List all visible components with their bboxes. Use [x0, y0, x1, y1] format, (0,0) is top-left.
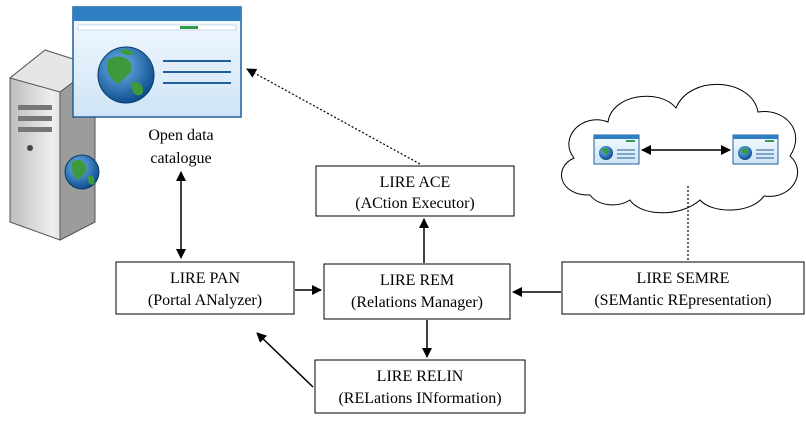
ace-to-portal-dotted-arrow	[246, 68, 421, 165]
module-pan-desc: (Portal ANalyzer)	[148, 292, 262, 309]
module-semre-desc: (SEMantic REpresentation)	[594, 292, 771, 309]
mini-portal-icon	[593, 134, 640, 165]
server-label-line2: catalogue	[150, 150, 211, 167]
mini-portal-icon	[732, 134, 779, 165]
module-relin-desc: (RELations INformation)	[338, 390, 501, 407]
module-pan-name: LIRE PAN	[170, 270, 241, 287]
module-ace-desc: (ACtion Executor)	[355, 195, 475, 212]
module-rem-desc: (Relations Manager)	[351, 294, 483, 311]
module-ace-name: LIRE ACE	[380, 174, 451, 191]
module-semre-name: LIRE SEMRE	[637, 270, 730, 287]
module-relin-name: LIRE RELIN	[377, 368, 464, 385]
module-rem-name: LIRE REM	[380, 272, 454, 289]
module-rem: LIRE REM (Relations Manager)	[323, 263, 511, 320]
web-portal-icon	[72, 6, 242, 118]
module-relin: LIRE RELIN (RELations INformation)	[314, 359, 526, 414]
server-label-line1: Open data	[148, 127, 213, 144]
module-pan: LIRE PAN (Portal ANalyzer)	[115, 261, 295, 315]
module-semre: LIRE SEMRE (SEMantic REpresentation)	[561, 261, 805, 315]
globe-icon	[64, 154, 100, 190]
relin-to-pan-arrow	[256, 332, 314, 388]
module-ace: LIRE ACE (ACtion Executor)	[315, 165, 515, 217]
